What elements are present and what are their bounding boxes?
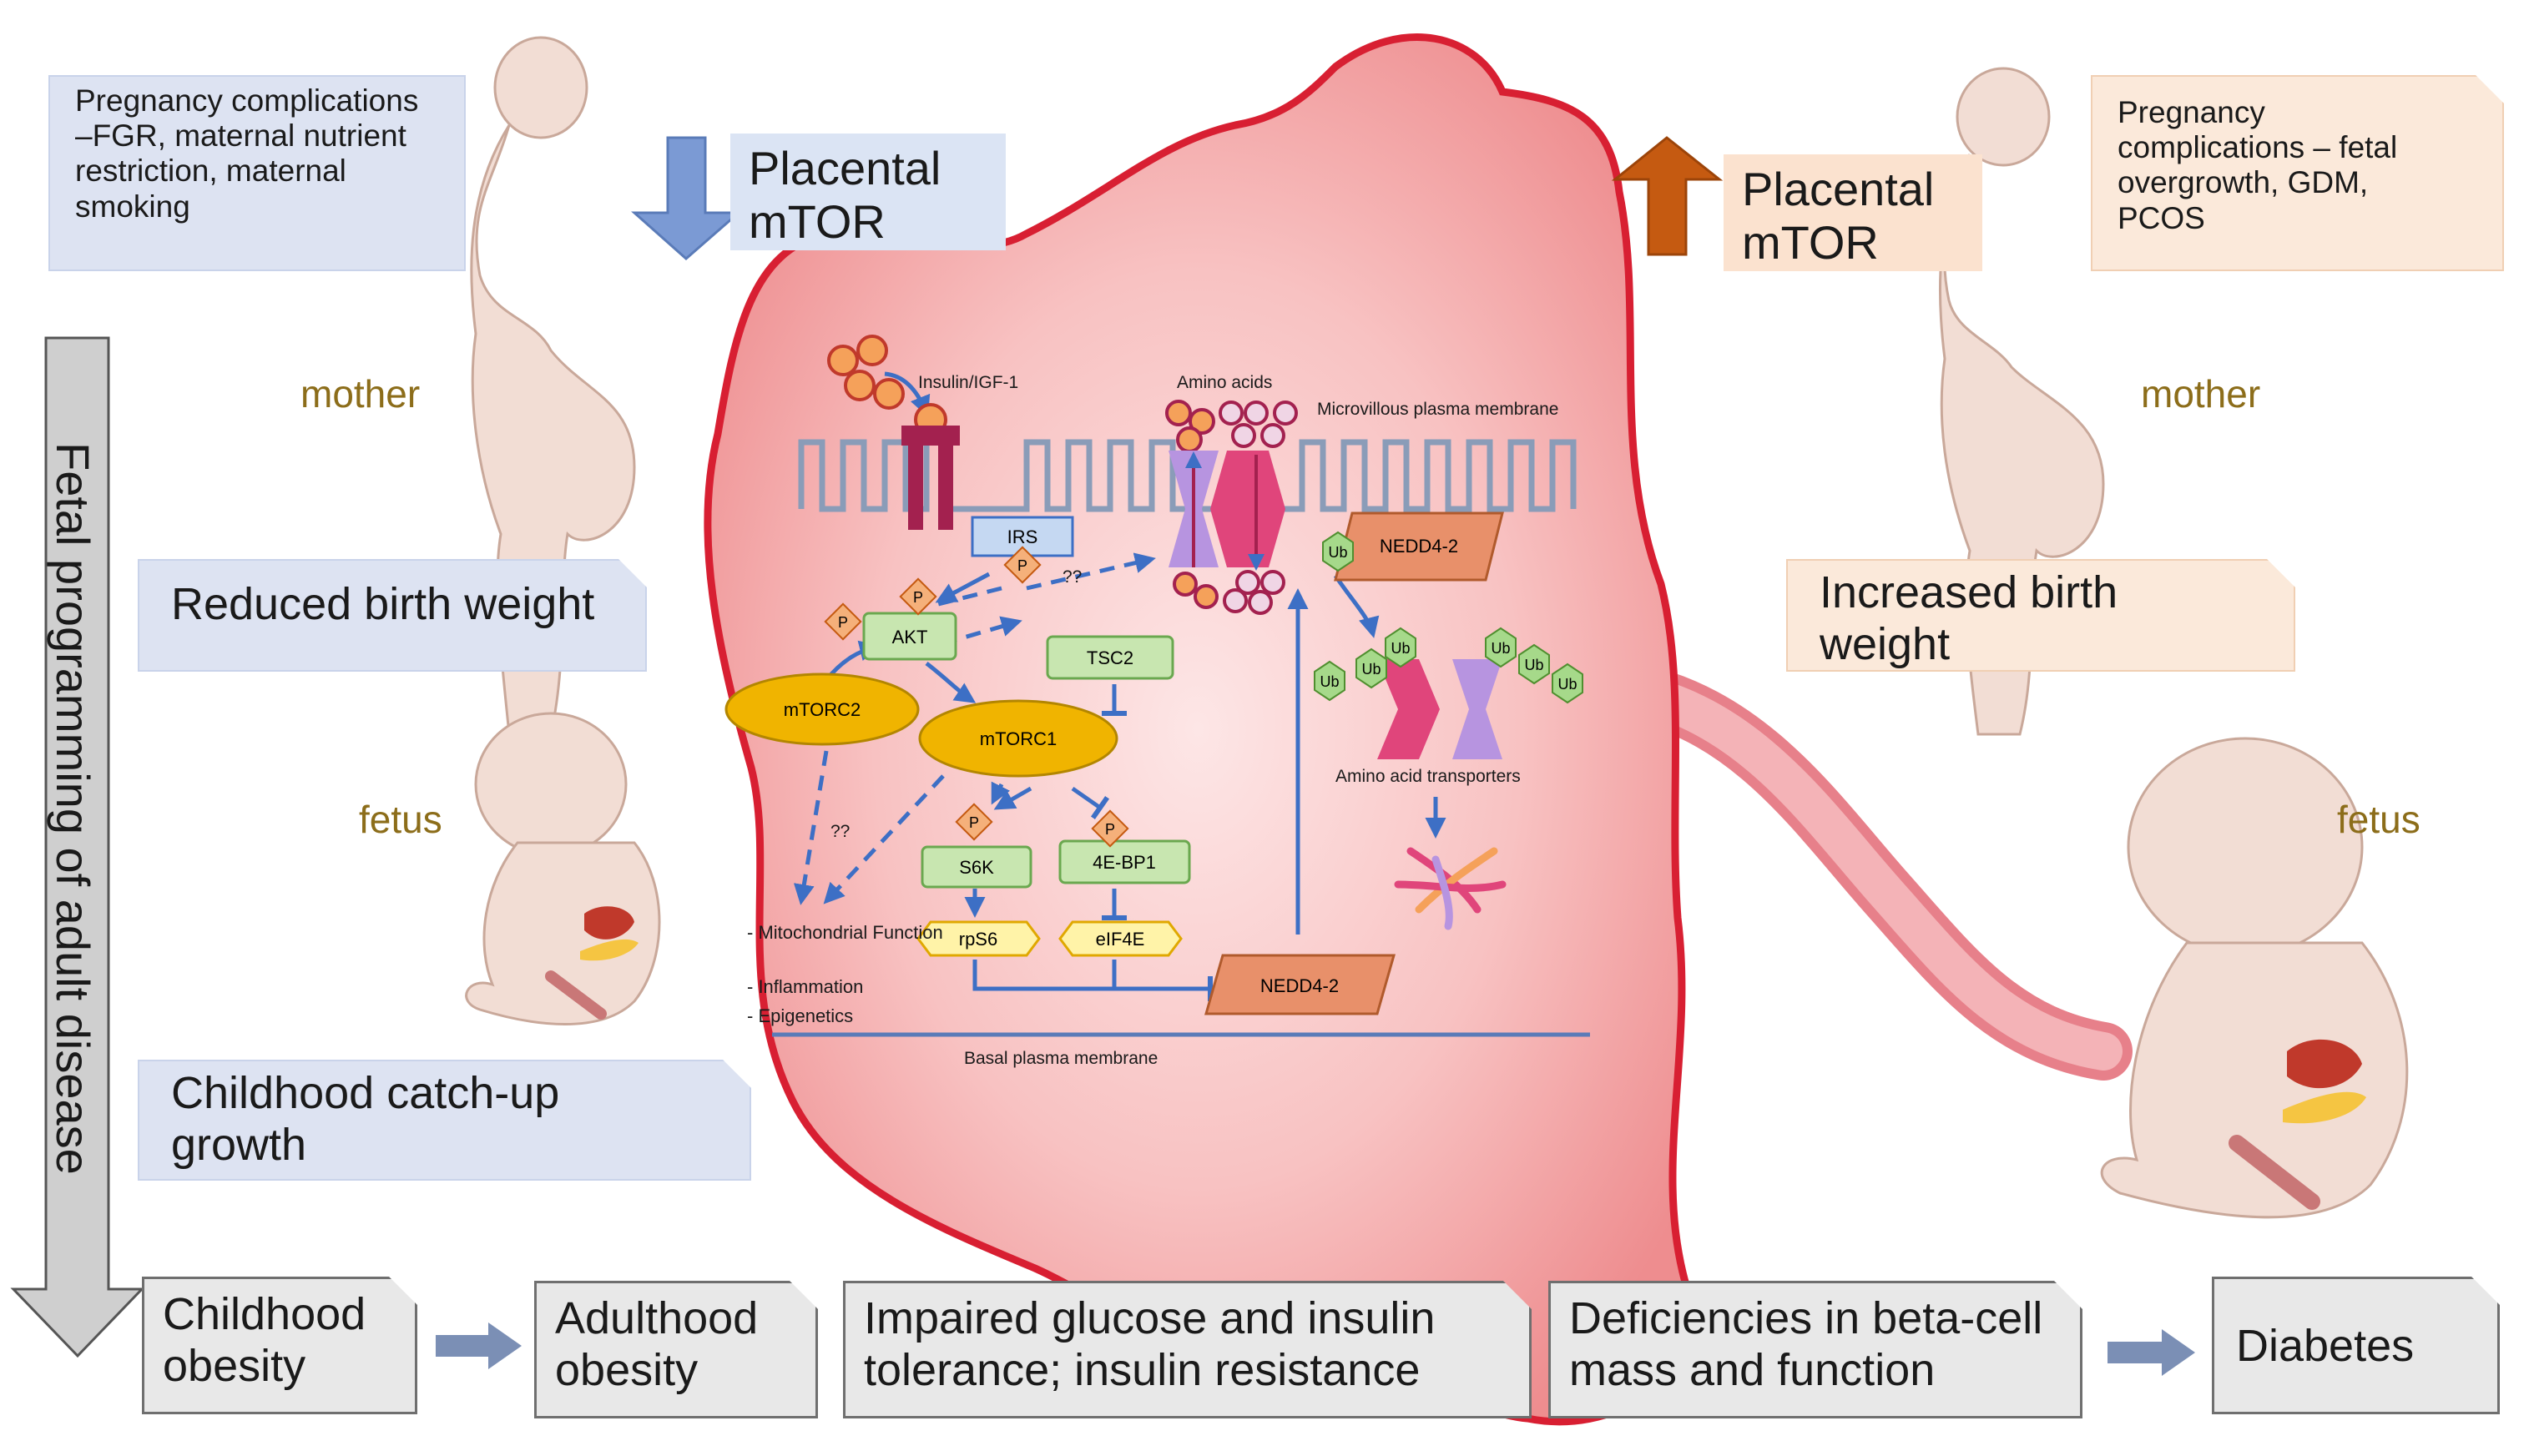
right-mtor-label: Placental mTOR: [1742, 163, 1935, 269]
nedd-top-label: NEDD4-2: [1380, 536, 1458, 557]
unknown-label-2: ??: [830, 822, 850, 841]
outcome-impaired-glucose: Impaired glucose and insulin tolerance; …: [843, 1281, 1532, 1418]
increased-birth-weight-text: Increased birth weight: [1820, 567, 2118, 669]
mtorc1-label: mTORC1: [980, 728, 1058, 749]
left-mtor-box: Placental mTOR: [730, 134, 1006, 250]
outcome-arrow-2: [2108, 1329, 2195, 1376]
outcome-adulthood-obesity: Adulthood obesity: [534, 1281, 818, 1418]
irs-label: IRS: [1007, 526, 1038, 547]
nedd-bottom-node: NEDD4-2: [1204, 954, 1396, 1015]
down-arrow: [631, 136, 742, 260]
effect-mitochondrial: - Mitochondrial Function: [747, 922, 943, 943]
p-s6k: P: [969, 814, 979, 831]
left-complications-box: Pregnancy complications –FGR, maternal n…: [48, 75, 466, 271]
outcome-diabetes-text: Diabetes: [2236, 1321, 2415, 1371]
outcome-arrow-1: [436, 1322, 522, 1369]
catch-up-growth-box: Childhood catch-up growth: [138, 1060, 751, 1181]
right-complications-box: Pregnancy complications – fetal overgrow…: [2091, 75, 2504, 271]
ubiquitin-group: Ub Ub Ub Ub Ub Ub Ub: [1314, 531, 1583, 704]
amino-acid-molecules: [1165, 400, 1298, 615]
insulin-receptor: [901, 403, 960, 530]
ub-4: Ub: [1320, 673, 1339, 690]
right-mtor-box: Placental mTOR: [1724, 154, 1982, 271]
outcome-impaired-glucose-text: Impaired glucose and insulin tolerance; …: [864, 1293, 1436, 1395]
left-mtor-label: Placental mTOR: [749, 142, 941, 248]
microvillous-label: Microvillous plasma membrane: [1317, 400, 1558, 419]
amino-acids-label: Amino acids: [1177, 373, 1272, 392]
right-complications-text: Pregnancy complications – fetal overgrow…: [2118, 95, 2398, 235]
ub-5: Ub: [1491, 640, 1510, 657]
ub-3: Ub: [1361, 661, 1381, 678]
insulin-molecules: [827, 335, 905, 410]
transporter-pink-internal: [1377, 659, 1440, 759]
outcome-childhood-obesity: Childhood obesity: [142, 1277, 417, 1414]
fetus-left: [465, 712, 661, 1025]
mtorc1-node: mTORC1: [918, 699, 1118, 778]
up-arrow: [1611, 136, 1724, 256]
transporters-label: Amino acid transporters: [1335, 767, 1521, 786]
nedd-top-node: NEDD4-2: [1334, 511, 1504, 582]
eif4e-label: eIF4E: [1096, 929, 1145, 950]
akt-label: AKT: [892, 627, 928, 647]
bp1-label: 4E-BP1: [1093, 852, 1156, 873]
rps6-label: rpS6: [959, 929, 997, 950]
mtorc2-label: mTORC2: [784, 699, 861, 720]
phosphate-group: P P P P P: [824, 546, 1129, 848]
right-mother-label: mother: [2141, 372, 2261, 416]
effect-epigenetics: - Epigenetics: [747, 1005, 853, 1026]
reduced-birth-weight-text: Reduced birth weight: [171, 579, 595, 629]
ub-2: Ub: [1391, 640, 1410, 657]
eif4e-node: eIF4E: [1058, 920, 1183, 957]
s6k-label: S6K: [959, 857, 994, 878]
vertical-programming-arrow: [10, 336, 145, 1358]
insulin-label: Insulin/IGF-1: [918, 373, 1018, 392]
outcome-adulthood-obesity-text: Adulthood obesity: [555, 1293, 759, 1395]
left-fetus-label: fetus: [359, 798, 442, 841]
reduced-birth-weight-box: Reduced birth weight: [138, 559, 647, 672]
outcome-beta-cell: Deficiencies in beta-cell mass and funct…: [1548, 1281, 2082, 1418]
outcome-diabetes: Diabetes: [2212, 1277, 2500, 1414]
ub-6: Ub: [1524, 657, 1543, 673]
transporter-pink: [1210, 451, 1285, 567]
catch-up-growth-text: Childhood catch-up growth: [171, 1068, 560, 1170]
nedd-bottom-label: NEDD4-2: [1260, 975, 1339, 996]
right-fetus-label: fetus: [2337, 798, 2420, 841]
degraded-transporters: [1394, 847, 1507, 930]
akt-node: AKT: [862, 612, 957, 661]
basal-label: Basal plasma membrane: [964, 1049, 1158, 1068]
s6k-node: S6K: [921, 845, 1032, 889]
effect-inflammation: - Inflammation: [747, 976, 863, 997]
outcome-beta-cell-text: Deficiencies in beta-cell mass and funct…: [1569, 1293, 2043, 1395]
increased-birth-weight-box: Increased birth weight: [1786, 559, 2295, 672]
p-akt-2: P: [838, 614, 848, 631]
fetus-right: [2100, 737, 2409, 1219]
bp1-node: 4E-BP1: [1058, 839, 1191, 884]
p-irs: P: [1017, 557, 1027, 574]
p-bp1: P: [1105, 821, 1115, 838]
tsc2-node: TSC2: [1046, 635, 1174, 680]
ub-7: Ub: [1557, 676, 1577, 693]
tsc2-label: TSC2: [1087, 647, 1133, 668]
mtorc2-node: mTORC2: [724, 673, 920, 746]
unknown-label-1: ??: [1063, 567, 1082, 587]
ub-1: Ub: [1328, 544, 1347, 561]
left-complications-text: Pregnancy complications –FGR, maternal n…: [75, 83, 419, 224]
p-akt-1: P: [913, 589, 923, 606]
outcome-childhood-obesity-text: Childhood obesity: [163, 1289, 366, 1391]
transporter-purple-internal: [1452, 659, 1502, 759]
rps6-node: rpS6: [916, 920, 1041, 957]
left-mother-label: mother: [300, 372, 421, 416]
